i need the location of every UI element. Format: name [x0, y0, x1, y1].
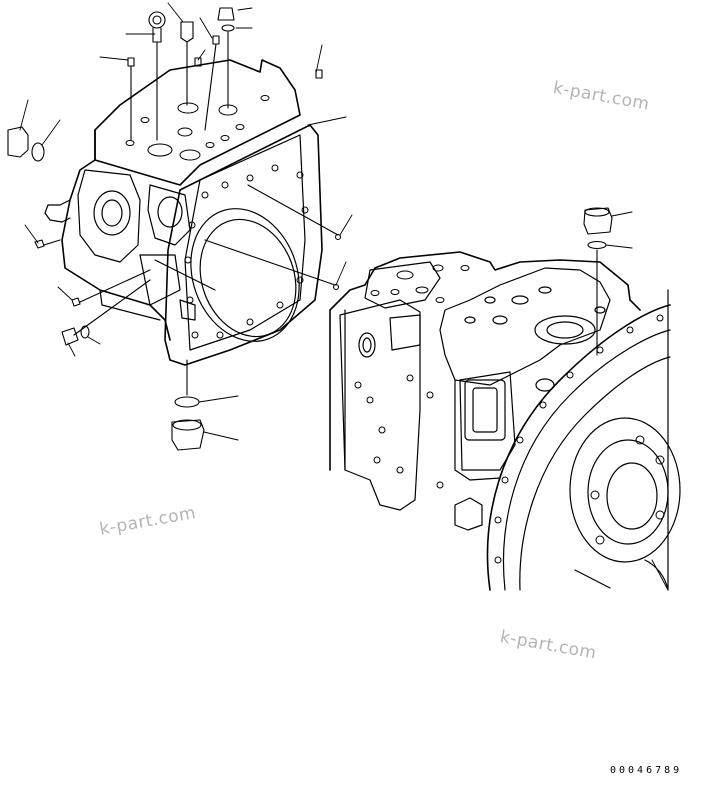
leader-lines-left	[19, 2, 353, 441]
exploded-small-parts	[7, 7, 342, 451]
pump-case-exploded-view	[44, 59, 323, 366]
sheet-number: 00046789	[610, 765, 683, 776]
pump-assembly-view	[329, 251, 681, 591]
assembly-plug-exploded	[583, 207, 669, 591]
